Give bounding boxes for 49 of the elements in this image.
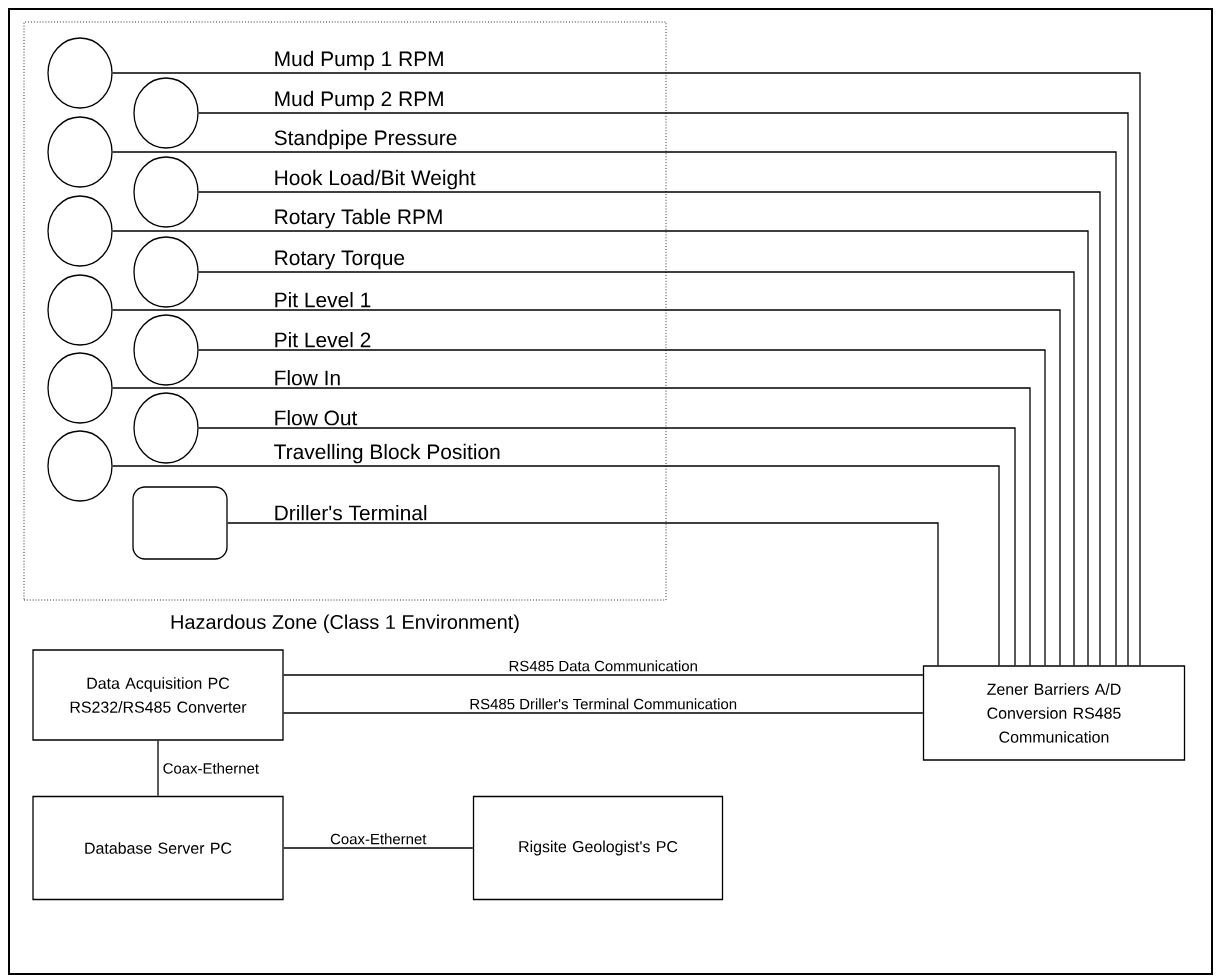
edge-label: RS485 Data Communication — [509, 660, 697, 672]
connector-line — [198, 271, 1075, 666]
sensor-circle — [133, 77, 199, 149]
sensor-circle — [47, 116, 113, 188]
edge-label: Mud Pump 1 RPM — [275, 50, 443, 71]
edge-label: Coax-Ethernet — [163, 762, 259, 774]
edge-label: Rotary Torque — [275, 250, 405, 270]
sensor-circle — [47, 37, 113, 109]
edge-label: Standpipe Pressure — [274, 129, 457, 150]
edge-label: Pit Level 1 — [275, 292, 371, 308]
edge-label: RS485 Driller's Terminal Communication — [470, 698, 737, 710]
zone-heading: Hazardous Zone (Class 1 Environment) — [171, 614, 519, 633]
connector-line — [283, 674, 924, 676]
sensor-circle — [47, 430, 113, 502]
sensor-circle — [47, 274, 113, 346]
sensor-circle — [47, 352, 113, 424]
connector-line — [157, 740, 159, 797]
connector-line — [283, 712, 924, 714]
connector-line — [112, 72, 1141, 666]
connector-line — [198, 427, 1016, 666]
terminal-box — [132, 486, 228, 560]
process-box: Rigsite Geologist's PC — [472, 795, 724, 901]
edge-label: Driller's Terminal — [275, 505, 427, 521]
connector-line — [283, 847, 474, 849]
connector-line — [112, 230, 1089, 666]
edge-label: Flow Out — [275, 410, 358, 426]
sensor-circle — [133, 236, 199, 308]
edge-label: Pit Level 2 — [275, 332, 371, 348]
sensor-circle — [133, 156, 199, 228]
sensor-circle — [133, 314, 199, 386]
process-box: Zener Barriers A/D Conversion RS485 Communication — [922, 665, 1186, 761]
connector-line — [198, 191, 1101, 666]
process-box: Database Server PC — [32, 795, 284, 901]
connector-line — [198, 349, 1046, 666]
edge-label: Coax-Ethernet — [330, 833, 427, 845]
connector-line — [198, 112, 1129, 666]
sensor-circle — [47, 195, 113, 267]
process-box: Data Acquisition PC RS232/RS485 Converter — [32, 649, 284, 741]
connector-line — [112, 387, 1031, 666]
connector-line — [112, 465, 1000, 666]
connector-line — [112, 309, 1061, 666]
edge-label: Hook Load/Bit Weight — [275, 169, 476, 190]
connector-line — [227, 522, 939, 666]
edge-label: Rotary Table RPM — [275, 208, 442, 229]
edge-label: Travelling Block Position — [274, 443, 500, 464]
edge-label: Flow In — [275, 370, 340, 386]
sensor-circle — [133, 392, 199, 464]
edge-label: Mud Pump 2 RPM — [275, 90, 443, 111]
connector-line — [112, 151, 1117, 666]
